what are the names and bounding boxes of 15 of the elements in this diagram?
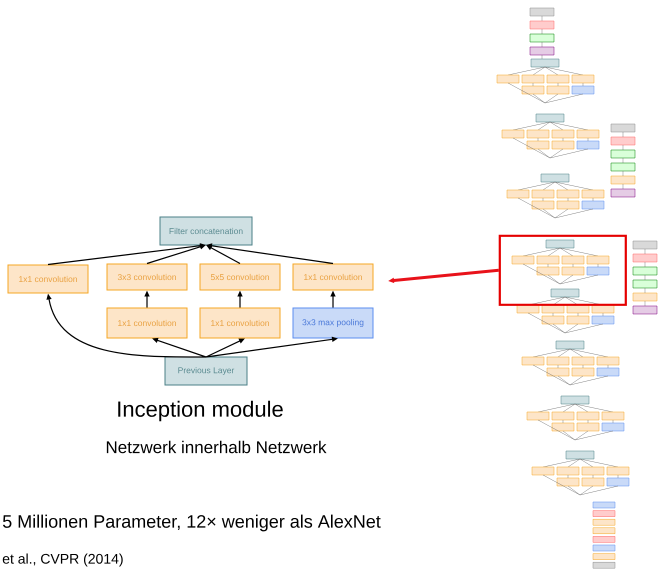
citation: et al., CVPR (2014) [2, 553, 123, 567]
layer-box: Filter concatenation [160, 216, 252, 246]
convolution-box: 1x1 convolution [8, 264, 88, 294]
convolution-box: 1x1 convolution [200, 308, 280, 338]
convolution-box: 1x1 convolution [106, 308, 188, 338]
network-drawing [496, 8, 658, 568]
subtitle: Netzwerk innerhalb Netzwerk [106, 440, 327, 454]
convolution-box: 1x1 convolution [292, 264, 374, 290]
convolution-box: 3x3 convolution [106, 264, 188, 290]
module-title: Inception module [118, 400, 283, 422]
highlight-box [498, 234, 627, 306]
note-text: 5 Millionen Parameter, 12× weniger als AlexNet [2, 514, 381, 532]
convolution-box: 5x5 convolution [200, 264, 280, 290]
layer-box: Previous Layer [164, 356, 248, 386]
pooling-box: 3x3 max pooling [292, 308, 374, 338]
